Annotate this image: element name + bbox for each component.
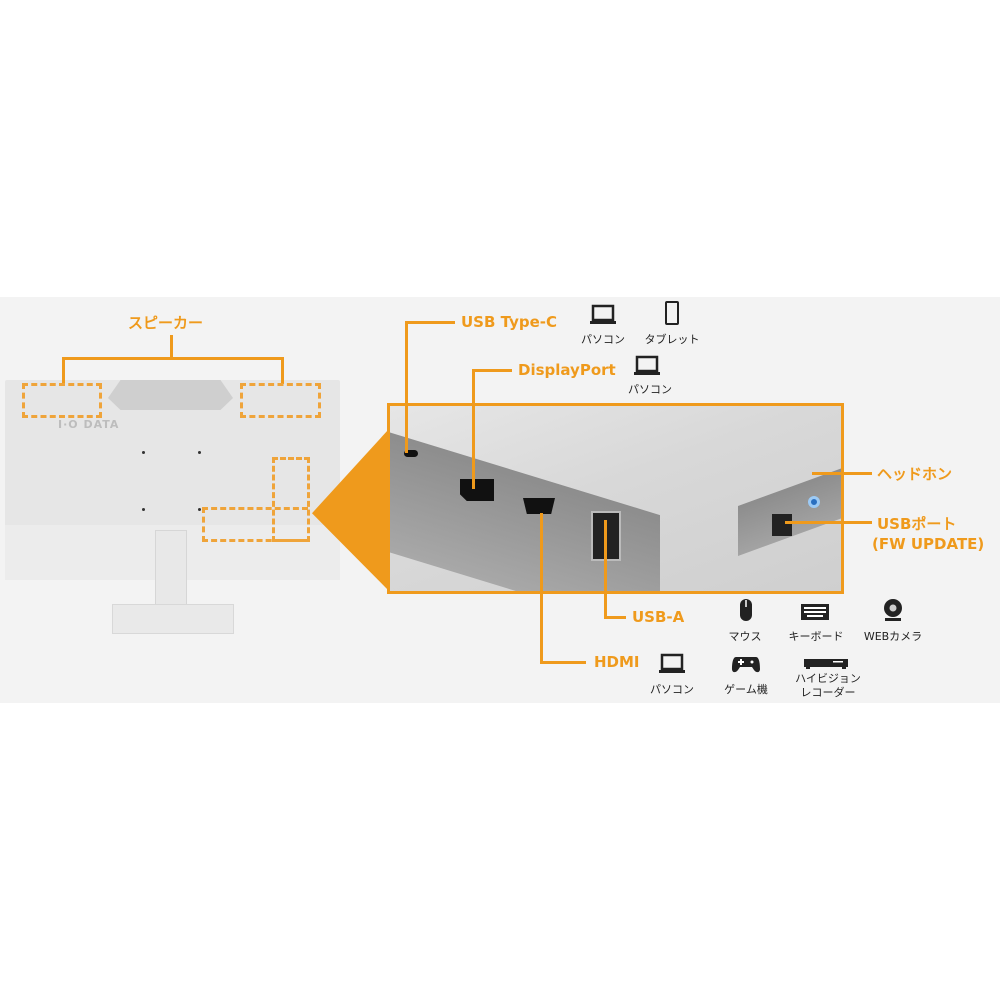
laptop-icon bbox=[634, 355, 660, 375]
displayport-label: DisplayPort bbox=[518, 361, 616, 379]
speaker-left-highlight bbox=[22, 383, 102, 418]
speaker-bracket bbox=[62, 357, 284, 360]
usb-fw-label: USBポート bbox=[877, 515, 957, 533]
device-label: パソコン bbox=[628, 383, 672, 396]
recorder-icon bbox=[804, 659, 848, 669]
hdmi-leader-h bbox=[540, 661, 586, 664]
device-label: ハイビジョン bbox=[795, 672, 861, 685]
stand-neck bbox=[155, 530, 187, 615]
usb-c-port bbox=[404, 450, 418, 457]
headphone-jack bbox=[808, 496, 820, 508]
vesa-handle bbox=[108, 380, 233, 410]
webcam-icon bbox=[884, 599, 902, 621]
usb-fw-leader bbox=[785, 521, 872, 524]
hdmi-port bbox=[523, 498, 555, 514]
speaker-label: スピーカー bbox=[128, 314, 204, 332]
mouse-icon bbox=[740, 599, 752, 621]
device-label: ゲーム機 bbox=[724, 683, 768, 696]
brand-logo: I·O DATA bbox=[58, 418, 120, 431]
usb-fw-port bbox=[772, 514, 792, 536]
usb-a-leader bbox=[604, 520, 607, 618]
ports-zoom-panel bbox=[387, 403, 844, 594]
hdmi-label: HDMI bbox=[594, 653, 640, 671]
device-label: キーボード bbox=[788, 630, 844, 643]
device-label: マウス bbox=[728, 630, 762, 643]
usb-a-label: USB-A bbox=[632, 608, 685, 626]
usb-c-label: USB Type-C bbox=[461, 313, 558, 331]
displayport-port bbox=[460, 479, 494, 501]
vesa-screw bbox=[198, 508, 201, 511]
device-label: WEBカメラ bbox=[863, 630, 923, 643]
tablet-icon bbox=[665, 301, 679, 325]
laptop-icon bbox=[659, 653, 685, 673]
gamepad-icon bbox=[732, 657, 760, 673]
keyboard-icon bbox=[801, 604, 829, 620]
stand-base bbox=[112, 604, 234, 634]
speaker-leader-line bbox=[170, 335, 173, 359]
side-port-strip bbox=[738, 465, 841, 557]
headphone-label: ヘッドホン bbox=[877, 465, 953, 483]
vesa-screw bbox=[198, 451, 201, 454]
usb-c-leader bbox=[405, 321, 408, 453]
ports-highlight-bottom bbox=[202, 507, 308, 542]
vesa-screw bbox=[142, 451, 145, 454]
device-label: タブレット bbox=[644, 333, 700, 346]
device-label: パソコン bbox=[581, 333, 625, 346]
vesa-screw bbox=[142, 508, 145, 511]
speaker-bracket-left bbox=[62, 357, 65, 384]
speaker-bracket-right bbox=[281, 357, 284, 384]
displayport-leader-h bbox=[472, 369, 512, 372]
laptop-icon bbox=[590, 304, 616, 324]
usb-c-leader-h bbox=[405, 321, 455, 324]
usb-fw-sublabel: (FW UPDATE) bbox=[872, 535, 985, 553]
displayport-leader bbox=[472, 369, 475, 489]
speaker-right-highlight bbox=[240, 383, 321, 418]
headphone-leader bbox=[812, 472, 872, 475]
device-label: パソコン bbox=[650, 683, 694, 696]
hdmi-leader bbox=[540, 513, 543, 664]
usb-a-leader-h bbox=[604, 616, 626, 619]
device-label-line2: レコーダー bbox=[800, 686, 856, 699]
